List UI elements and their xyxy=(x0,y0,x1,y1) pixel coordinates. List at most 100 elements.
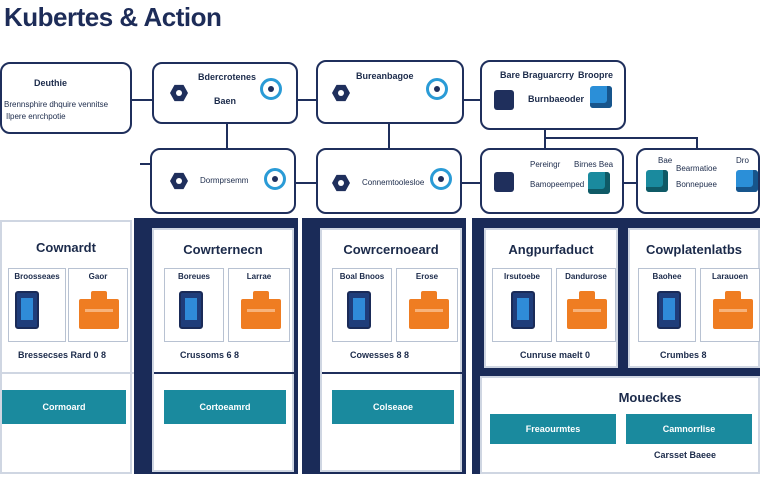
mobile-icon xyxy=(15,291,39,329)
container-icon xyxy=(646,170,668,192)
container-icon xyxy=(736,170,758,192)
hexagon-icon xyxy=(332,84,350,102)
service-icon xyxy=(430,168,452,190)
divider xyxy=(322,372,464,374)
diagram-title: Kubertes & Action xyxy=(4,2,222,32)
panel-footer: Crumbes 8 xyxy=(660,350,707,360)
panel-angpurfaduct: Angpurfaduct Irsutoebe Dandurose Cunruse… xyxy=(484,228,618,368)
mobile-icon xyxy=(179,291,203,329)
package-icon xyxy=(713,291,753,329)
cell-label: Larrae xyxy=(246,272,272,281)
node-label: Bearmatioe xyxy=(676,164,717,173)
panel-button[interactable]: Cormoard xyxy=(2,390,126,424)
node-label: Dro xyxy=(736,156,749,165)
panel-title: Cownardt xyxy=(36,240,96,255)
pod-cell[interactable]: Larauoen xyxy=(700,268,760,342)
cell-label: Gaor xyxy=(88,272,108,281)
connector-line xyxy=(696,137,698,150)
node-label: Dormprsemm xyxy=(200,176,249,185)
pod-cell[interactable]: Irsutoebe xyxy=(492,268,552,342)
panel-footer: Cowesses 8 8 xyxy=(350,350,410,360)
cell-label: Broosseaes xyxy=(14,272,60,281)
cell-label: Irsutoebe xyxy=(503,272,540,281)
panel-footer: Bressecses Rard 0 8 xyxy=(18,350,107,360)
node-bdercrotenes[interactable]: Bdercrotenes Baen xyxy=(152,62,298,124)
node-text: Ilpere enrchpotie xyxy=(6,112,66,121)
panel-cowrcernoeard: Cowrcernoeard Boal Bnoos Erose Cowesses … xyxy=(320,228,464,472)
node-text: Brennsphire dhquire vennitse xyxy=(4,100,109,109)
database-icon xyxy=(494,172,514,192)
container-icon xyxy=(588,172,610,194)
connector-line xyxy=(226,124,228,150)
connector-line xyxy=(546,137,696,139)
node-connemtoolesloe[interactable]: Connemtoolesloe xyxy=(316,148,462,214)
config-button[interactable]: Camnorrlise xyxy=(626,414,752,444)
mobile-icon xyxy=(347,291,371,329)
connector-line xyxy=(296,182,316,184)
panel-title: Cowrternecn xyxy=(183,242,263,257)
panel-cowplatenlatbs: Cowplatenlatbs Baohee Larauoen Crumbes 8 xyxy=(628,228,760,368)
node-label: Bonnepuee xyxy=(676,180,717,189)
feature-button[interactable]: Freaourmtes xyxy=(490,414,616,444)
pod-cell[interactable]: Dandurose xyxy=(556,268,616,342)
panel-title: Angpurfaduct xyxy=(508,242,594,257)
divider xyxy=(2,372,134,374)
panel-title: Moueckes xyxy=(618,390,682,405)
node-label: Broopre xyxy=(578,70,614,80)
panel-footer: Cunruse maelt 0 xyxy=(520,350,591,360)
package-icon xyxy=(79,291,119,329)
mobile-icon xyxy=(511,291,535,329)
hexagon-icon xyxy=(170,84,188,102)
cell-label: Larauoen xyxy=(711,272,748,281)
package-icon xyxy=(409,291,449,329)
container-icon xyxy=(590,86,612,108)
pod-cell[interactable]: Erose xyxy=(396,268,458,342)
panel-moueckes: Moueckes Freaourmtes Camnorrlise Carsset… xyxy=(480,376,760,474)
panel-title: Cowplatenlatbs xyxy=(645,242,743,257)
node-bare-braguarcrry[interactable]: Bare Braguarcrry Broopre Burnbaeoder xyxy=(480,60,626,130)
node-label: Connemtoolesloe xyxy=(362,178,425,187)
cell-label: Baohee xyxy=(652,272,682,281)
node-label: Bare Braguarcrry xyxy=(500,70,575,80)
panel-button[interactable]: Cortoeamrd xyxy=(164,390,286,424)
node-title: Deuthie xyxy=(34,78,68,88)
panel-cowrternecn: Cowrternecn Boreues Larrae Crussoms 6 8 … xyxy=(152,228,296,472)
pod-cell[interactable]: Larrae xyxy=(228,268,290,342)
node-bureanbagoe[interactable]: Bureanbagoe xyxy=(316,60,464,124)
hexagon-icon xyxy=(170,172,188,190)
connector-line xyxy=(298,99,316,101)
node-label: Bureanbagoe xyxy=(356,71,414,81)
node-label: Burnbaeoder xyxy=(528,94,585,104)
pod-cell[interactable]: Gaor xyxy=(68,268,128,342)
hexagon-icon xyxy=(332,174,350,192)
panel-cownardt: Cownardt Broosseaes Gaor Bressecses Rard… xyxy=(0,220,134,474)
cube-icon xyxy=(494,90,514,110)
panel-title: Cowrcernoeard xyxy=(343,242,439,257)
node-label: Pereingr xyxy=(530,160,561,169)
node-label: Birnes Bea xyxy=(574,160,614,169)
cell-label: Boreues xyxy=(177,272,210,281)
pod-cell[interactable]: Boal Bnoos xyxy=(332,268,392,342)
node-label: Bae xyxy=(658,156,673,165)
package-icon xyxy=(241,291,281,329)
package-icon xyxy=(567,291,607,329)
panel-caption: Carsset Baeee xyxy=(654,450,717,460)
connector-line xyxy=(462,182,480,184)
node-deuthie[interactable]: Deuthie Brennsphire dhquire vennitse Ilp… xyxy=(0,62,132,134)
service-icon xyxy=(260,78,282,100)
divider xyxy=(154,372,296,374)
node-pereingr[interactable]: Pereingr Birnes Bea Bamopeemped xyxy=(480,148,624,214)
connector-line xyxy=(388,124,390,150)
panel-footer: Crussoms 6 8 xyxy=(180,350,240,360)
connector-line xyxy=(624,182,636,184)
panel-button[interactable]: Colseaoe xyxy=(332,390,454,424)
node-bearmatioe[interactable]: Bae Dro Bearmatioe Bonnepuee xyxy=(636,148,760,214)
node-dormprsemm[interactable]: Dormprsemm xyxy=(150,148,296,214)
pod-cell[interactable]: Baohee xyxy=(638,268,696,342)
connector-line xyxy=(463,99,481,101)
pod-cell[interactable]: Boreues xyxy=(164,268,224,342)
connector-line xyxy=(140,163,152,165)
pod-cell[interactable]: Broosseaes xyxy=(8,268,66,342)
connector-line xyxy=(132,99,152,101)
node-label: Baen xyxy=(214,96,237,106)
